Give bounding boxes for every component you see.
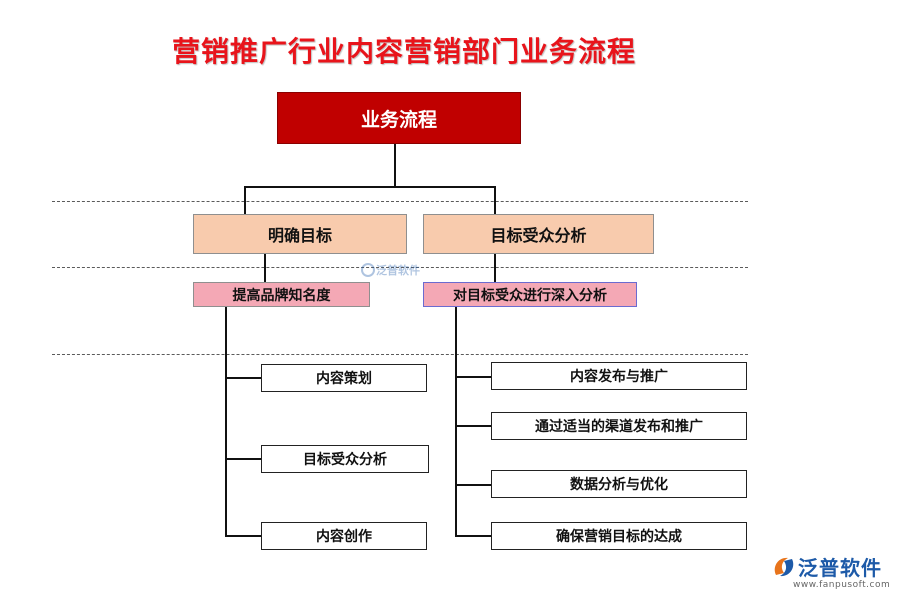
connector-line [264,254,266,282]
connector-line [455,425,491,427]
connector-line [455,307,457,537]
node-channel-publish: 通过适当的渠道发布和推广 [491,412,747,440]
connector-line [225,307,227,537]
node-clear-goal: 明确目标 [193,214,407,254]
connector-line [225,458,261,460]
node-content-creation: 内容创作 [261,522,427,550]
connector-line [455,484,491,486]
watermark-text: 泛普软件 [376,264,420,277]
brand-url: www.fanpusoft.com [793,580,891,590]
node-data-analysis: 数据分析与优化 [491,470,747,498]
node-content-publish: 内容发布与推广 [491,362,747,390]
connector-line [244,186,246,214]
node-ensure-goals: 确保营销目标的达成 [491,522,747,550]
node-brand-awareness: 提高品牌知名度 [193,282,370,307]
connector-line [455,376,491,378]
divider-line [52,354,748,355]
brand-name: 泛普软件 [798,556,882,580]
connector-line [225,535,261,537]
node-deep-audience-analysis: 对目标受众进行深入分析 [423,282,637,307]
connector-line [494,186,496,214]
connector-line [225,377,261,379]
node-audience-analysis: 目标受众分析 [423,214,654,254]
watermark: 泛普软件 [360,262,420,278]
connector-line [494,254,496,282]
connector-line [394,144,396,188]
brand-logo: 泛普软件 [770,552,882,581]
node-content-planning: 内容策划 [261,364,427,392]
fanpu-logo-icon [774,557,794,576]
divider-line [52,201,748,202]
root-node: 业务流程 [277,92,521,144]
connector-line [455,535,491,537]
node-target-audience-analysis: 目标受众分析 [261,445,429,473]
connector-line [244,186,496,188]
divider-line [52,267,748,268]
page-title: 营销推广行业内容营销部门业务流程 [172,35,637,68]
watermark-logo-icon [361,263,375,277]
